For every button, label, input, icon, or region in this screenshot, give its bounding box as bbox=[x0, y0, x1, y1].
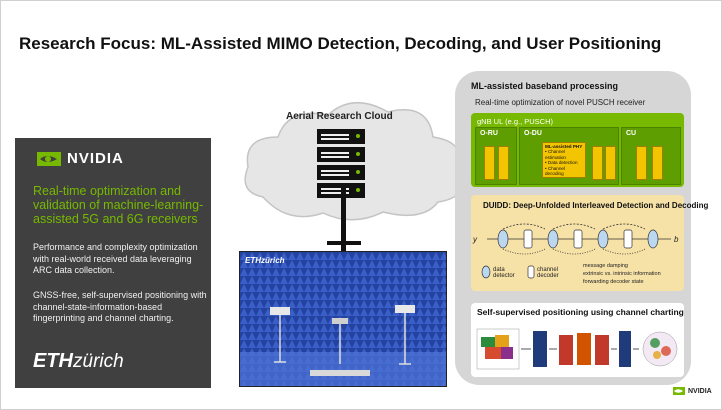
oru-label: O-RU bbox=[480, 130, 498, 137]
rf-block bbox=[484, 146, 495, 180]
ml-phy-line: • Channel decoding bbox=[545, 165, 565, 177]
panel-paragraph-positioning: GNSS-free, self-supervised positioning w… bbox=[33, 290, 207, 323]
cu-label: CU bbox=[626, 130, 637, 137]
duidd-title: DUIDD: Deep-Unfolded Interleaved Detecti… bbox=[483, 201, 709, 210]
heatmap-scatter bbox=[481, 335, 513, 359]
footer-wordmark: NVIDIA bbox=[688, 387, 712, 395]
rrc-sdap-block bbox=[652, 146, 663, 180]
mac-block bbox=[592, 146, 603, 180]
baseband-title: ML-assisted baseband processing bbox=[471, 81, 619, 91]
legend-extrinsic: extrinsic vs. intrinsic information bbox=[583, 271, 661, 277]
eth-logo-rest: zürich bbox=[73, 351, 124, 372]
baseband-subtitle: Real-time optimization of novel PUSCH re… bbox=[475, 98, 646, 107]
panel-headline: Real-time optimization and validation of… bbox=[33, 184, 204, 226]
chamber-illustration bbox=[240, 252, 446, 386]
gnb-uplink-diagram: gNB UL (e.g., PUSCH) O-RU O-DU ML-assist… bbox=[471, 113, 684, 187]
info-panel: NVIDIA Real-time optimization and valida… bbox=[15, 138, 211, 388]
duidd-output: b bbox=[674, 235, 679, 244]
fft-block bbox=[498, 146, 509, 180]
odu-label: O-DU bbox=[524, 130, 542, 137]
antenna-mast bbox=[341, 185, 346, 255]
ml-phy-line: • Data detection bbox=[545, 160, 578, 166]
research-cloud-icon bbox=[244, 101, 463, 221]
decoder-legend-icon bbox=[527, 265, 535, 279]
antenna-crossbar bbox=[327, 241, 361, 245]
eth-logo-bold: ETH bbox=[33, 350, 73, 372]
ml-phy-line: • Channel estimation bbox=[545, 149, 566, 160]
positioning-title: Self-supervised positioning using channe… bbox=[477, 307, 684, 317]
duidd-diagram: DUIDD: Deep-Unfolded Interleaved Detecti… bbox=[471, 195, 708, 291]
legend-forwarding: forwarding decoder state bbox=[583, 279, 644, 285]
detector-legend-icon bbox=[481, 265, 491, 279]
pdcp-block bbox=[636, 146, 647, 180]
nvidia-eye-icon bbox=[673, 387, 685, 395]
duidd-flow-graph bbox=[487, 223, 671, 255]
page-title: Research Focus: ML-Assisted MIMO Detecti… bbox=[19, 34, 662, 53]
legend-data-detector: data detector bbox=[493, 267, 515, 279]
nvidia-eye-icon bbox=[37, 151, 61, 166]
chamber-eth-label: ETHzürich bbox=[245, 256, 285, 265]
nvidia-wordmark: NVIDIA bbox=[67, 150, 124, 167]
duidd-input: y bbox=[473, 235, 477, 244]
footer-nvidia-logo: NVIDIA bbox=[673, 387, 712, 395]
positioning-panel: Self-supervised positioning using channe… bbox=[471, 303, 684, 377]
eth-zurich-logo: ETHzürich bbox=[33, 350, 124, 373]
nvidia-logo: NVIDIA bbox=[37, 150, 124, 167]
server-rack-icon bbox=[317, 129, 365, 198]
ml-phy-line: ML-assisted PHY bbox=[545, 144, 583, 149]
channel-charting-illustration bbox=[476, 328, 678, 370]
cloud-label: Aerial Research Cloud bbox=[286, 111, 393, 122]
oru-block: O-RU bbox=[475, 127, 517, 185]
anechoic-chamber-photo: ETHzürich bbox=[239, 251, 447, 387]
ml-phy-block: ML-assisted PHY • Channel estimation • D… bbox=[542, 142, 586, 178]
legend-channel-decoder: channel decoder bbox=[537, 267, 559, 279]
gnb-label: gNB UL (e.g., PUSCH) bbox=[477, 117, 553, 126]
legend-message-damping: message damping bbox=[583, 263, 628, 269]
rlc-block bbox=[605, 146, 616, 180]
cu-block: CU bbox=[621, 127, 681, 185]
panel-paragraph-performance: Performance and complexity optimization … bbox=[33, 242, 198, 275]
odu-block: O-DU ML-assisted PHY • Channel estimatio… bbox=[519, 127, 619, 185]
